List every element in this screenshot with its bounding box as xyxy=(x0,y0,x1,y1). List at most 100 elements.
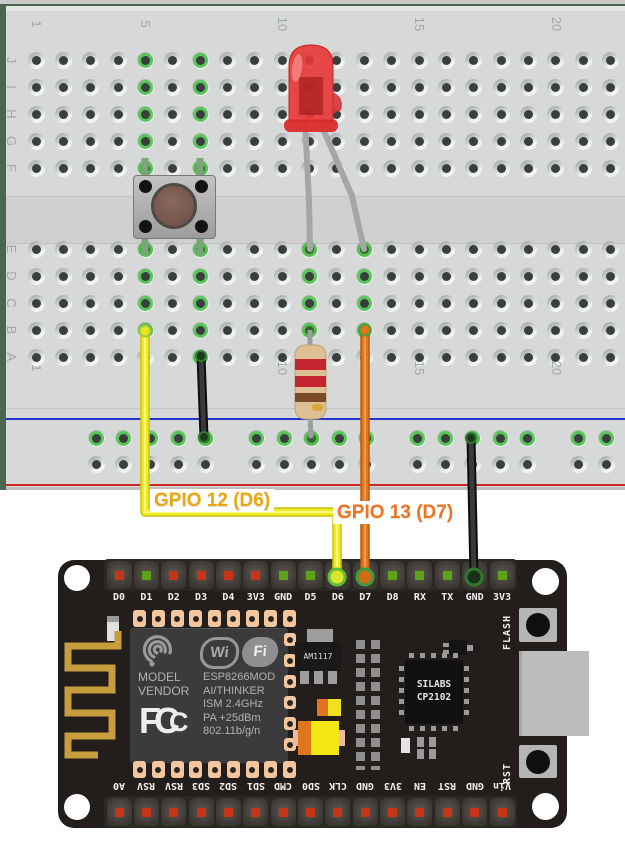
reset-button[interactable] xyxy=(519,745,557,778)
breadboard-hole-F20[interactable] xyxy=(547,159,565,177)
breadboard-hole-C14[interactable] xyxy=(383,294,401,312)
breadboard-hole-rail-neg-12[interactable] xyxy=(436,429,454,447)
breadboard-hole-I21[interactable] xyxy=(574,78,592,96)
breadboard-hole-A20[interactable] xyxy=(547,348,565,366)
breadboard-hole-rail-pos-15[interactable] xyxy=(518,455,536,473)
breadboard-hole-B16[interactable] xyxy=(437,321,455,339)
breadboard-hole-F2[interactable] xyxy=(54,159,72,177)
breadboard-hole-H9[interactable] xyxy=(246,105,264,123)
breadboard-hole-D5[interactable] xyxy=(136,267,154,285)
breadboard-hole-F17[interactable] xyxy=(465,159,483,177)
breadboard-hole-G10[interactable] xyxy=(273,132,291,150)
breadboard-hole-F10[interactable] xyxy=(273,159,291,177)
breadboard-hole-C9[interactable] xyxy=(246,294,264,312)
breadboard-hole-G8[interactable] xyxy=(219,132,237,150)
breadboard-hole-B19[interactable] xyxy=(519,321,537,339)
breadboard-hole-rail-neg-7[interactable] xyxy=(275,429,293,447)
black-jumper-wire-short[interactable] xyxy=(196,351,209,442)
breadboard-hole-J20[interactable] xyxy=(547,51,565,69)
flash-button[interactable] xyxy=(519,608,557,642)
breadboard-hole-J8[interactable] xyxy=(219,51,237,69)
breadboard-hole-J2[interactable] xyxy=(54,51,72,69)
breadboard-hole-B22[interactable] xyxy=(602,321,620,339)
breadboard-hole-F18[interactable] xyxy=(492,159,510,177)
breadboard-hole-I16[interactable] xyxy=(437,78,455,96)
breadboard-hole-C4[interactable] xyxy=(109,294,127,312)
breadboard-hole-F14[interactable] xyxy=(383,159,401,177)
breadboard-hole-D17[interactable] xyxy=(465,267,483,285)
breadboard-hole-J4[interactable] xyxy=(109,51,127,69)
breadboard-hole-H1[interactable] xyxy=(27,105,45,123)
breadboard-hole-J10[interactable] xyxy=(273,51,291,69)
breadboard-hole-G1[interactable] xyxy=(27,132,45,150)
breadboard-hole-C11[interactable] xyxy=(301,294,319,312)
breadboard-hole-D4[interactable] xyxy=(109,267,127,285)
breadboard-hole-D18[interactable] xyxy=(492,267,510,285)
breadboard-hole-I14[interactable] xyxy=(383,78,401,96)
breadboard-hole-F1[interactable] xyxy=(27,159,45,177)
breadboard-hole-H6[interactable] xyxy=(164,105,182,123)
breadboard-hole-C10[interactable] xyxy=(273,294,291,312)
breadboard-hole-F8[interactable] xyxy=(219,159,237,177)
breadboard-hole-H7[interactable] xyxy=(191,105,209,123)
breadboard-hole-A8[interactable] xyxy=(219,348,237,366)
breadboard-hole-G4[interactable] xyxy=(109,132,127,150)
breadboard-hole-A15[interactable] xyxy=(410,348,428,366)
breadboard-hole-D12[interactable] xyxy=(328,267,346,285)
breadboard-hole-I9[interactable] xyxy=(246,78,264,96)
breadboard-hole-C5[interactable] xyxy=(136,294,154,312)
breadboard-hole-G7[interactable] xyxy=(191,132,209,150)
breadboard-hole-G21[interactable] xyxy=(574,132,592,150)
breadboard-hole-rail-neg-9[interactable] xyxy=(330,429,348,447)
breadboard-hole-I3[interactable] xyxy=(82,78,100,96)
breadboard-hole-rail-neg-6[interactable] xyxy=(248,429,266,447)
breadboard-hole-J5[interactable] xyxy=(136,51,154,69)
breadboard-hole-rail-neg-14[interactable] xyxy=(491,429,509,447)
breadboard-hole-A22[interactable] xyxy=(602,348,620,366)
breadboard-hole-A3[interactable] xyxy=(82,348,100,366)
breadboard-hole-D8[interactable] xyxy=(219,267,237,285)
breadboard-hole-G6[interactable] xyxy=(164,132,182,150)
breadboard-hole-C20[interactable] xyxy=(547,294,565,312)
breadboard-hole-rail-pos-17[interactable] xyxy=(597,455,615,473)
breadboard-hole-G17[interactable] xyxy=(465,132,483,150)
breadboard-hole-A6[interactable] xyxy=(164,348,182,366)
breadboard-hole-D16[interactable] xyxy=(437,267,455,285)
breadboard-hole-B3[interactable] xyxy=(82,321,100,339)
breadboard-hole-A16[interactable] xyxy=(437,348,455,366)
breadboard-hole-I20[interactable] xyxy=(547,78,565,96)
resistor[interactable] xyxy=(294,330,327,439)
breadboard-hole-D2[interactable] xyxy=(54,267,72,285)
breadboard-hole-J15[interactable] xyxy=(410,51,428,69)
breadboard-hole-rail-neg-16[interactable] xyxy=(570,429,588,447)
breadboard-hole-D6[interactable] xyxy=(164,267,182,285)
breadboard-hole-rail-pos-6[interactable] xyxy=(248,455,266,473)
black-jumper-wire-gnd[interactable] xyxy=(466,433,479,581)
breadboard-hole-C1[interactable] xyxy=(27,294,45,312)
breadboard-hole-G19[interactable] xyxy=(519,132,537,150)
button-cap[interactable] xyxy=(151,183,197,229)
breadboard-hole-rail-pos-4[interactable] xyxy=(169,455,187,473)
breadboard-hole-D3[interactable] xyxy=(82,267,100,285)
breadboard-hole-rail-neg-15[interactable] xyxy=(518,429,536,447)
breadboard-hole-E2[interactable] xyxy=(54,240,72,258)
breadboard-hole-J9[interactable] xyxy=(246,51,264,69)
breadboard-hole-I1[interactable] xyxy=(27,78,45,96)
breadboard-hole-F9[interactable] xyxy=(246,159,264,177)
breadboard-hole-C21[interactable] xyxy=(574,294,592,312)
breadboard-hole-G18[interactable] xyxy=(492,132,510,150)
breadboard-hole-I4[interactable] xyxy=(109,78,127,96)
breadboard-hole-rail-pos-9[interactable] xyxy=(330,455,348,473)
breadboard-hole-C12[interactable] xyxy=(328,294,346,312)
breadboard-hole-E3[interactable] xyxy=(82,240,100,258)
breadboard-hole-G3[interactable] xyxy=(82,132,100,150)
breadboard-hole-A1[interactable] xyxy=(27,348,45,366)
yellow-jumper-wire[interactable] xyxy=(140,326,342,581)
breadboard-hole-rail-neg-2[interactable] xyxy=(114,429,132,447)
breadboard-hole-I19[interactable] xyxy=(519,78,537,96)
breadboard-hole-I10[interactable] xyxy=(273,78,291,96)
breadboard-hole-I8[interactable] xyxy=(219,78,237,96)
breadboard-hole-J1[interactable] xyxy=(27,51,45,69)
breadboard-hole-D9[interactable] xyxy=(246,267,264,285)
breadboard-hole-C13[interactable] xyxy=(355,294,373,312)
